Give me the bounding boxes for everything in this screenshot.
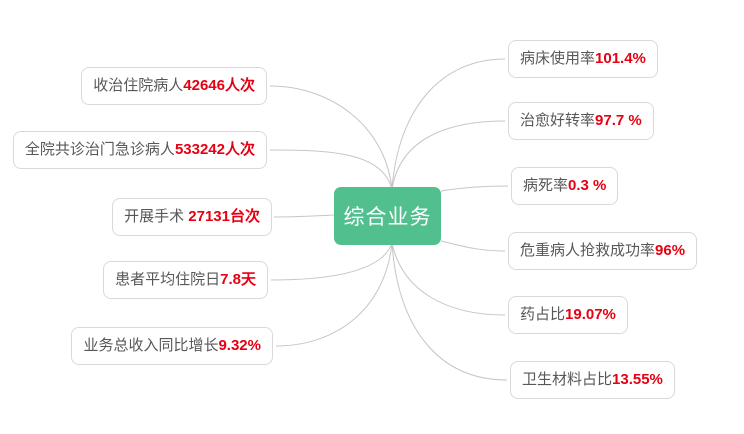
- node-label: 卫生材料占比: [522, 371, 613, 388]
- connector-line: [440, 185, 509, 192]
- connector-line: [391, 242, 508, 381]
- node-label: 业务总收入同比增长: [83, 337, 219, 354]
- node-materials-proportion[interactable]: 卫生材料占比13.55%: [510, 361, 675, 399]
- connector-line: [440, 240, 506, 252]
- node-rescue-success-rate[interactable]: 危重病人抢救成功率96%: [508, 232, 698, 270]
- node-inpatients-admitted[interactable]: 收治住院病人42646人次: [81, 67, 267, 105]
- node-label: 患者平均住院日: [115, 271, 221, 288]
- node-label: 病床使用率: [520, 50, 596, 67]
- connector-line: [273, 214, 335, 218]
- connector-line: [391, 58, 506, 190]
- node-value: 9.32%: [218, 337, 261, 354]
- connector-line: [391, 120, 506, 190]
- connector-line: [270, 242, 393, 281]
- node-outpatient-emergency-patients[interactable]: 全院共诊治门急诊病人533242人次: [12, 131, 267, 169]
- node-mortality-rate[interactable]: 病死率0.3 %: [511, 167, 619, 205]
- node-revenue-growth[interactable]: 业务总收入同比增长9.32%: [71, 327, 273, 365]
- node-value: 97.7 %: [595, 112, 642, 129]
- node-label: 全院共诊治门急诊病人: [24, 141, 175, 158]
- connector-line: [391, 242, 506, 316]
- node-value: 19.07%: [565, 306, 616, 323]
- connector-line: [269, 149, 393, 190]
- connector-line: [275, 242, 393, 347]
- central-node-label: 综合业务: [343, 206, 432, 229]
- node-label: 危重病人抢救成功率: [520, 242, 656, 259]
- node-label: 收治住院病人: [93, 77, 184, 94]
- node-value: 101.4%: [595, 50, 646, 67]
- node-label: 病死率: [523, 177, 569, 194]
- node-value: 27131台次: [188, 208, 260, 225]
- node-label: 药占比: [520, 306, 566, 323]
- node-value: 0.3 %: [568, 177, 607, 194]
- node-label: 开展手术: [124, 208, 189, 225]
- connector-line: [269, 85, 393, 190]
- node-cure-improvement-rate[interactable]: 治愈好转率97.7 %: [508, 102, 654, 140]
- node-average-length-of-stay[interactable]: 患者平均住院日7.8天: [103, 261, 268, 299]
- node-value: 96%: [655, 242, 686, 259]
- node-label: 治愈好转率: [520, 112, 596, 129]
- node-value: 13.55%: [612, 371, 663, 388]
- node-drug-proportion[interactable]: 药占比19.07%: [508, 296, 628, 334]
- node-value: 42646人次: [183, 77, 255, 94]
- node-value: 533242人次: [174, 141, 255, 158]
- node-value: 7.8天: [220, 271, 256, 288]
- central-node[interactable]: 综合业务: [334, 187, 441, 245]
- node-surgeries-performed[interactable]: 开展手术 27131台次: [112, 198, 272, 236]
- node-bed-utilization-rate[interactable]: 病床使用率101.4%: [508, 40, 658, 78]
